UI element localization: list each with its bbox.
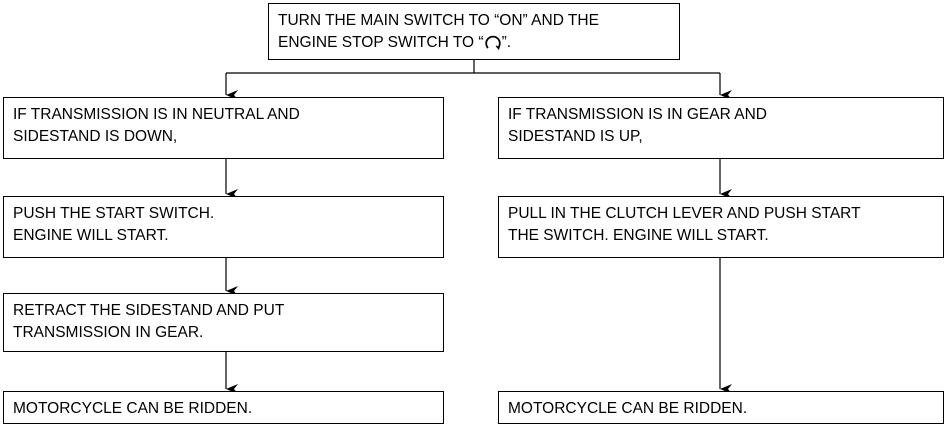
right-condition-box: IF TRANSMISSION IS IN GEAR AND SIDESTAND… [498,97,944,159]
start-instruction-line-2-end: ”. [501,34,512,51]
left-retract-box: RETRACT THE SIDESTAND AND PUT TRANSMISSI… [3,293,444,352]
right-condition-line-1: IF TRANSMISSION IS IN GEAR AND [508,106,767,123]
left-condition-line-1: IF TRANSMISSION IS IN NEUTRAL AND [13,106,300,123]
left-result-line-1: MOTORCYCLE CAN BE RIDDEN. [13,400,253,417]
start-instruction-line-1: TURN THE MAIN SWITCH TO “ON” AND THE [278,12,599,29]
left-start-line-1: PUSH THE START SWITCH. [13,205,215,222]
right-result-line-1: MOTORCYCLE CAN BE RIDDEN. [508,400,748,417]
right-result-box: MOTORCYCLE CAN BE RIDDEN. [498,391,944,424]
left-condition-line-2: SIDESTAND IS DOWN, [13,128,178,145]
left-retract-line-2: TRANSMISSION IN GEAR. [13,324,204,341]
left-condition-box: IF TRANSMISSION IS IN NEUTRAL AND SIDEST… [3,97,444,159]
right-start-line-2: THE SWITCH. ENGINE WILL START. [508,227,769,244]
right-start-line-1: PULL IN THE CLUTCH LEVER AND PUSH START [508,205,861,222]
start-instruction-box: TURN THE MAIN SWITCH TO “ON” AND THE ENG… [268,3,680,60]
right-condition-line-2: SIDESTAND IS UP, [508,128,643,145]
engine-run-symbol-icon [484,35,501,50]
left-result-box: MOTORCYCLE CAN BE RIDDEN. [3,391,444,424]
left-start-line-2: ENGINE WILL START. [13,227,169,244]
right-start-box: PULL IN THE CLUTCH LEVER AND PUSH START … [498,196,944,258]
left-start-box: PUSH THE START SWITCH. ENGINE WILL START… [3,196,444,258]
start-instruction-line-2-text: ENGINE STOP SWITCH TO “ [278,34,484,51]
start-instruction-line-2: ENGINE STOP SWITCH TO “ ”. [278,32,670,54]
left-retract-line-1: RETRACT THE SIDESTAND AND PUT [13,302,285,319]
